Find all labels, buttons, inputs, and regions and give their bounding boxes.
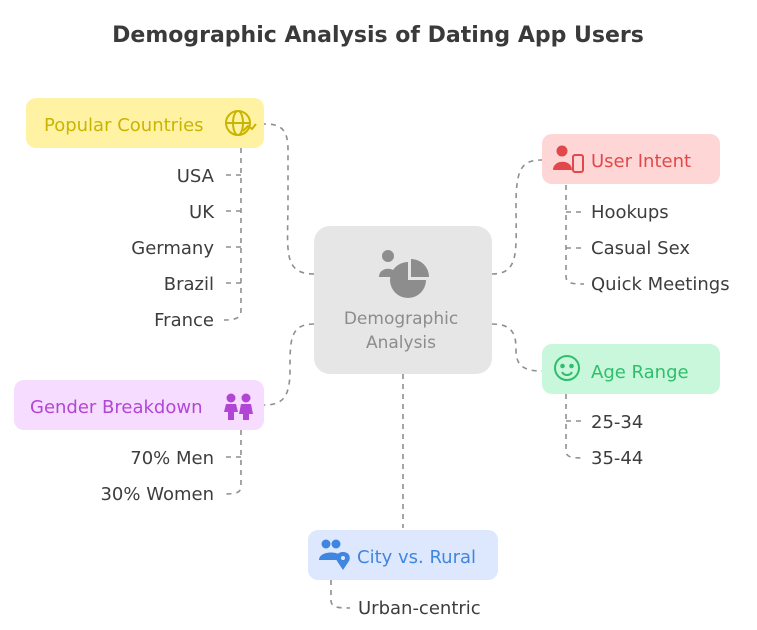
leaf-trunk-countries [223,148,242,321]
leaf-gender-1: 70% Men [130,448,214,469]
leaf-country-5: France [154,310,214,331]
diagram-title: Demographic Analysis of Dating App Users [112,23,644,48]
leaf-city-1: Urban-centric [358,598,481,619]
leaf-intent-1: Hookups [591,202,669,223]
branch-label-city: City vs. Rural [357,547,476,568]
branch-label-gender: Gender Breakdown [30,397,203,418]
leaf-country-2: UK [189,202,215,223]
leaf-intent-3: Quick Meetings [591,274,730,295]
leaf-ticks-countries [224,174,241,284]
leaf-trunk-gender [223,430,242,495]
branch-label-age: Age Range [591,362,689,383]
demographics-icon [379,250,429,298]
center-label-line2: Analysis [366,333,436,353]
connector-countries [263,123,315,275]
center-label-line1: Demographic [344,309,458,329]
leaf-trunk-intent [565,185,585,285]
connector-intent [491,159,543,275]
leaf-trunk-age [565,394,585,459]
branch-gender-breakdown[interactable]: Gender Breakdown [14,380,264,430]
leaf-trunk-city [330,580,351,609]
branch-city-vs-rural[interactable]: City vs. Rural [308,530,498,580]
leaf-age-2: 35-44 [591,448,643,469]
branch-label-intent: User Intent [591,151,691,172]
connector-gender [263,323,315,406]
branch-age-range[interactable]: Age Range [542,344,720,394]
leaf-ticks-intent [566,211,584,249]
couple-icon [224,393,253,420]
leaf-country-3: Germany [131,238,214,259]
branch-popular-countries[interactable]: Popular Countries [26,98,264,148]
leaf-country-4: Brazil [164,274,214,295]
leaf-age-1: 25-34 [591,412,643,433]
center-node[interactable]: Demographic Analysis [314,226,492,374]
user-phone-icon [553,145,584,173]
leaf-country-1: USA [177,166,215,187]
branch-user-intent[interactable]: User Intent [542,134,720,184]
branch-label-countries: Popular Countries [44,115,204,136]
connector-age [491,323,543,372]
smiley-face-icon [554,355,580,381]
people-location-icon [319,539,350,570]
leaf-gender-2: 30% Women [100,484,214,505]
globe-icon [225,110,257,136]
leaf-intent-2: Casual Sex [591,238,690,259]
